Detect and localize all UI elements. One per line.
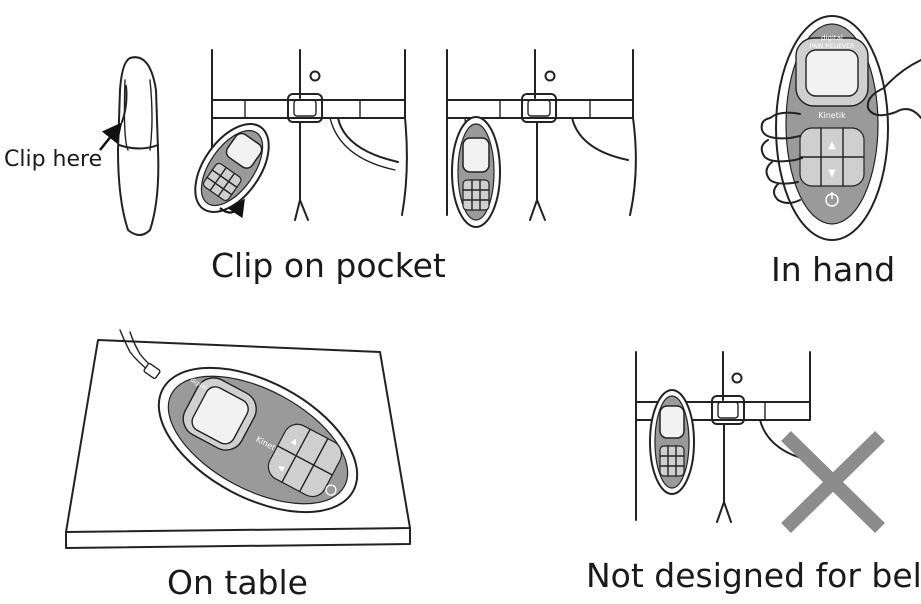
svg-text:◀: ◀ xyxy=(276,462,286,473)
hand-device-model-text: PAIN RELIEVER xyxy=(810,43,854,50)
device-tilted-pocket xyxy=(194,123,270,219)
hand-right-thumb xyxy=(866,59,921,119)
device-side-view xyxy=(117,56,160,236)
x-mark-icon xyxy=(781,430,885,534)
cable xyxy=(119,329,161,380)
hand-device-brand-text: Kinetik xyxy=(818,111,846,120)
svg-text:▼: ▼ xyxy=(828,168,836,179)
clip-on-pocket-caption: Clip on pocket xyxy=(211,246,446,285)
device-upright-pocket xyxy=(451,116,501,228)
pants-figure-pocket-1 xyxy=(211,49,408,221)
hand-left xyxy=(760,111,803,204)
svg-text:▲: ▲ xyxy=(828,140,836,151)
device-on-belt xyxy=(649,389,695,495)
on-table-caption: On table xyxy=(167,563,308,602)
table-board xyxy=(65,339,411,549)
svg-text:▲: ▲ xyxy=(290,436,300,447)
pants-figure-belt xyxy=(635,351,811,523)
clip-here-arrow xyxy=(99,122,123,151)
in-hand-caption: In hand xyxy=(771,250,896,289)
clip-here-label: Clip here xyxy=(4,147,103,172)
not-designed-for-belt-caption: Not designed for belt xyxy=(586,556,921,595)
hand-device-digital-text: digital xyxy=(821,34,843,42)
device-on-table: Kinetik digital ▲ ◀ xyxy=(157,366,359,514)
device-in-hand: digital PAIN RELIEVER Kinetik ▲ ▼ xyxy=(775,15,889,241)
